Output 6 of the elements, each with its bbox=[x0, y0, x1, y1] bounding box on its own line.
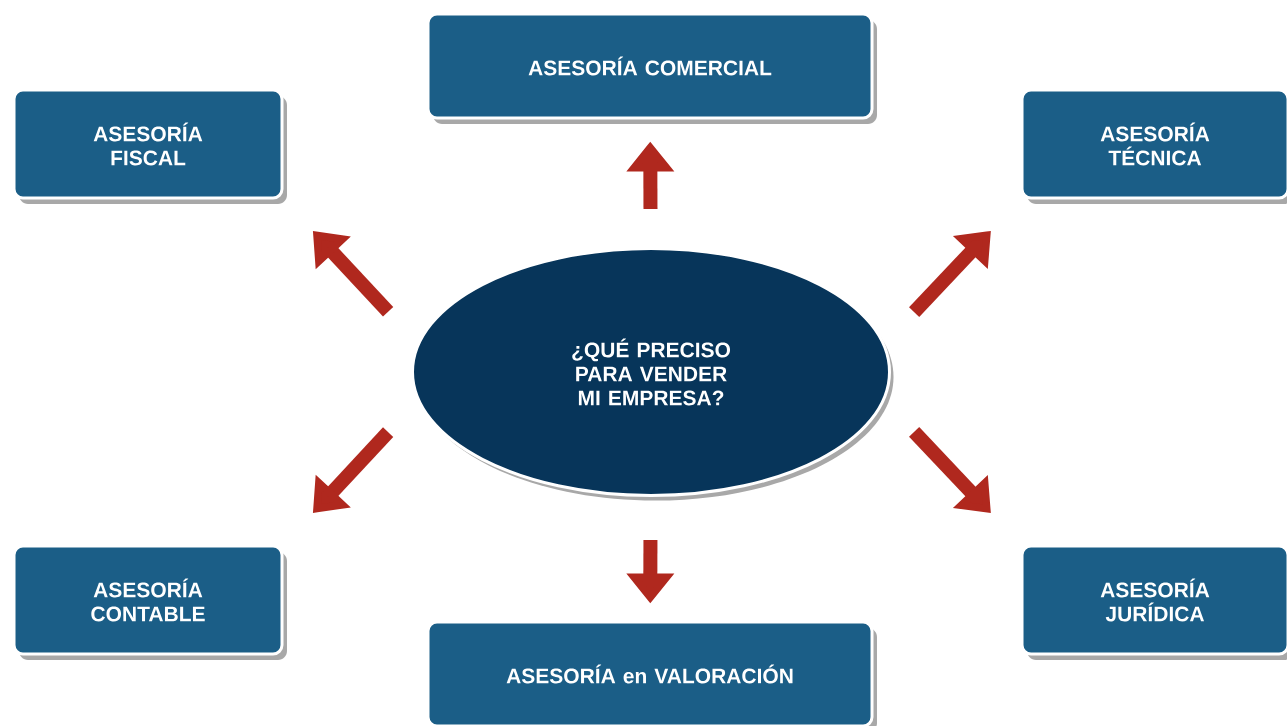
service-box: ASESORÍA FISCAL bbox=[12, 88, 287, 204]
service-box: ASESORÍA COMERCIAL bbox=[426, 12, 877, 124]
service-box: ASESORÍA CONTABLE bbox=[12, 544, 287, 660]
service-box: ASESORÍA TÉCNICA bbox=[1020, 88, 1287, 204]
service-box: ASESORÍA en VALORACIÓN bbox=[426, 620, 877, 726]
service-box: ASESORÍA JURÍDICA bbox=[1020, 544, 1287, 660]
